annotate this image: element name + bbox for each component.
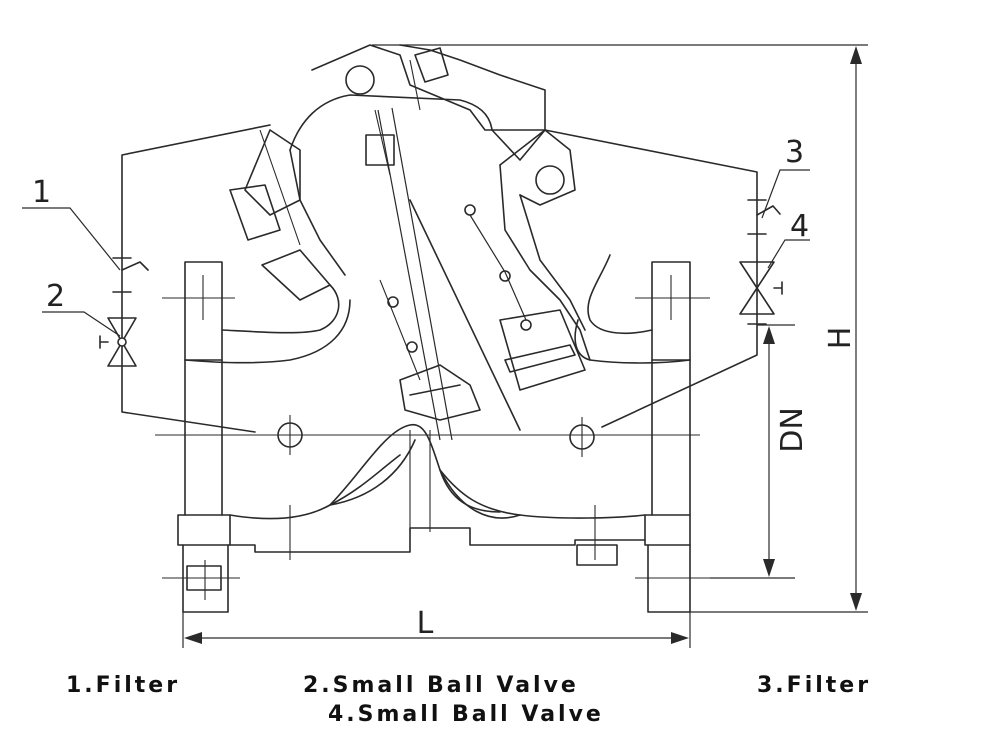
left-control-piping	[99, 124, 271, 433]
dimension-length	[182, 612, 691, 648]
dimension-label-length: L	[417, 606, 434, 641]
callout-leaders	[22, 169, 810, 337]
dimension-label-dn: DN	[775, 407, 810, 453]
legend-item-2-small-ball-valve: 2.Small Ball Valve	[303, 673, 579, 698]
legend-item-3-filter: 3.Filter	[757, 673, 872, 698]
callout-4: 4	[790, 209, 809, 244]
dimension-height	[372, 44, 868, 613]
dimension-label-height: H	[823, 327, 858, 350]
callout-2: 2	[46, 279, 65, 314]
callout-1: 1	[32, 175, 51, 210]
valve-body	[177, 44, 691, 613]
callout-3: 3	[785, 135, 804, 170]
legend-item-1-filter: 1.Filter	[66, 673, 181, 698]
legend-item-4-small-ball-valve: 4.Small Ball Valve	[328, 702, 604, 727]
right-control-piping	[544, 129, 783, 428]
center-lines	[155, 59, 710, 600]
dimension-nominal-diameter	[710, 324, 795, 579]
